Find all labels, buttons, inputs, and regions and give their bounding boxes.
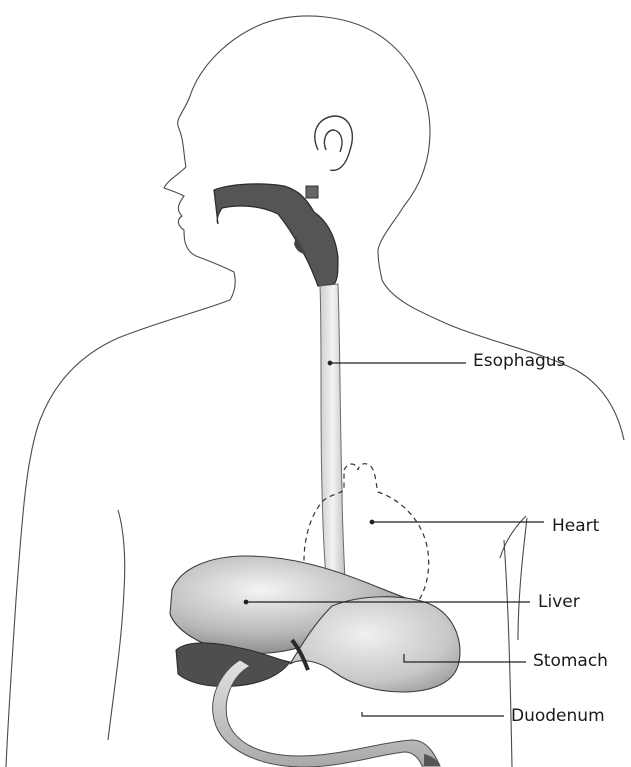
pharynx-illustration <box>214 184 338 286</box>
label-duodenum: Duodenum <box>511 708 605 725</box>
ear-illustration <box>315 116 352 170</box>
label-stomach: Stomach <box>533 653 608 670</box>
armpit-right <box>500 516 526 767</box>
label-heart: Heart <box>552 518 599 535</box>
shoulder-left <box>6 300 230 767</box>
leader-dot-esophagus <box>328 361 332 365</box>
label-liver: Liver <box>538 594 580 611</box>
label-esophagus: Esophagus <box>473 353 565 370</box>
armpit-left <box>108 510 125 740</box>
leader-dot-heart <box>370 520 374 524</box>
shoulder-right <box>452 326 624 440</box>
leader-line-duodenum <box>362 712 504 716</box>
neck-right <box>382 280 452 326</box>
esophagus-illustration <box>320 284 346 600</box>
right-arm <box>518 518 527 640</box>
leader-dot-liver <box>244 600 248 604</box>
